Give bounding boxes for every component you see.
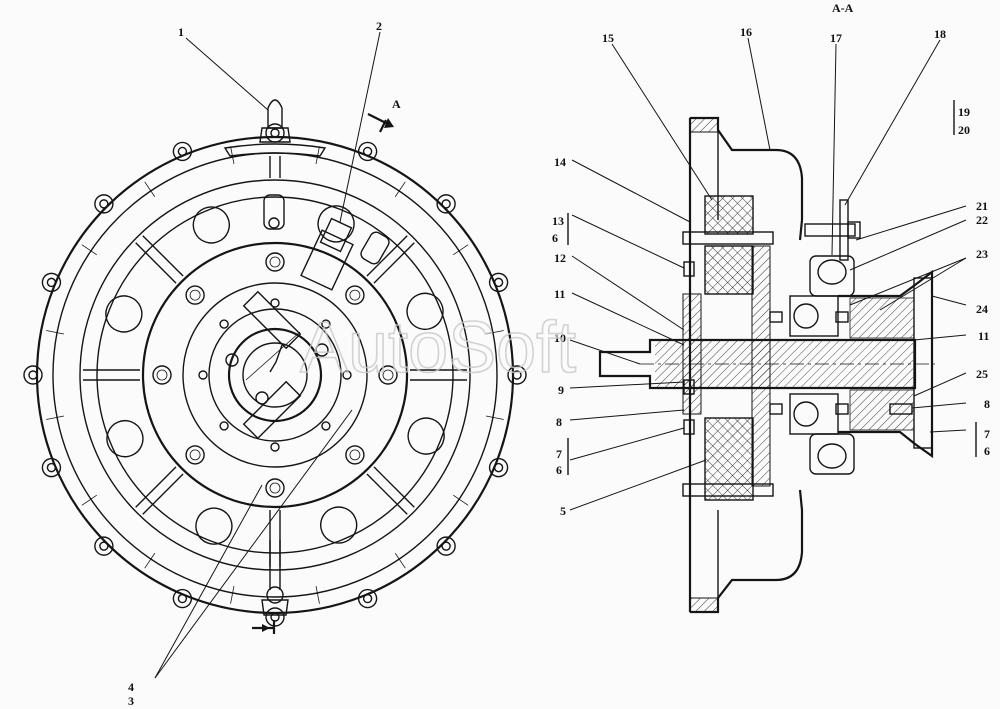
section-view: A-A [567,1,977,614]
disc-bolts [152,252,398,498]
housing-bottom [690,489,804,614]
shaft [598,338,917,390]
friction-block-mid [704,245,754,295]
label-1: 1 [178,25,184,39]
leaders-section [569,37,967,511]
label-5: 5 [560,504,566,518]
label-19: 19 [958,105,970,119]
inner-disc [141,241,409,509]
section-mark-bottom [252,620,276,634]
label-8a: 8 [556,415,562,429]
top-bolt [804,199,861,261]
top-nipple [223,99,327,178]
label-9: 9 [558,383,564,397]
label-11a: 11 [554,287,565,301]
bottom-lug [261,540,289,616]
housing-top [690,116,804,241]
label-13: 13 [552,214,564,228]
cooling-openings [105,205,445,545]
section-title: A-A [832,1,854,15]
friction-block-top [704,195,754,235]
label-2: 2 [376,19,382,33]
rim-lugs [23,123,527,627]
label-22: 22 [976,213,988,227]
label-4: 4 [128,680,134,694]
bearings [789,255,855,475]
label-14: 14 [554,155,566,169]
label-24: 24 [976,302,988,316]
label-11b: 11 [978,329,989,343]
label-20: 20 [958,123,970,137]
label-17: 17 [830,31,842,45]
label-15: 15 [602,31,614,45]
section-mark-top: A [367,97,401,133]
spokes [83,235,467,567]
label-21: 21 [976,199,988,213]
label-7b: 7 [984,427,990,441]
label-10: 10 [554,331,566,345]
label-23: 23 [976,247,988,261]
label-3: 3 [128,694,134,708]
front-view: A [23,31,527,679]
hub-ring [182,282,368,468]
hub-holes [198,298,352,452]
sensor-unit [263,194,390,291]
label-6b: 6 [556,463,562,477]
central-mechanism [225,290,329,440]
watermark: AutoSoft [300,308,576,388]
label-18: 18 [934,27,946,41]
label-6a: 6 [552,231,558,245]
section-mark-label: A [392,97,401,111]
label-6c: 6 [984,444,990,458]
label-7a: 7 [556,447,562,461]
label-16: 16 [740,25,752,39]
part-labels: 1 2 3 4 5 6 6 6 7 7 8 8 9 10 11 11 12 13… [128,19,990,708]
leaders-front [154,31,381,679]
label-25: 25 [976,367,988,381]
friction-block-bottom [704,417,754,501]
label-12: 12 [554,251,566,265]
flange-ring [79,179,471,571]
label-8b: 8 [984,397,990,411]
